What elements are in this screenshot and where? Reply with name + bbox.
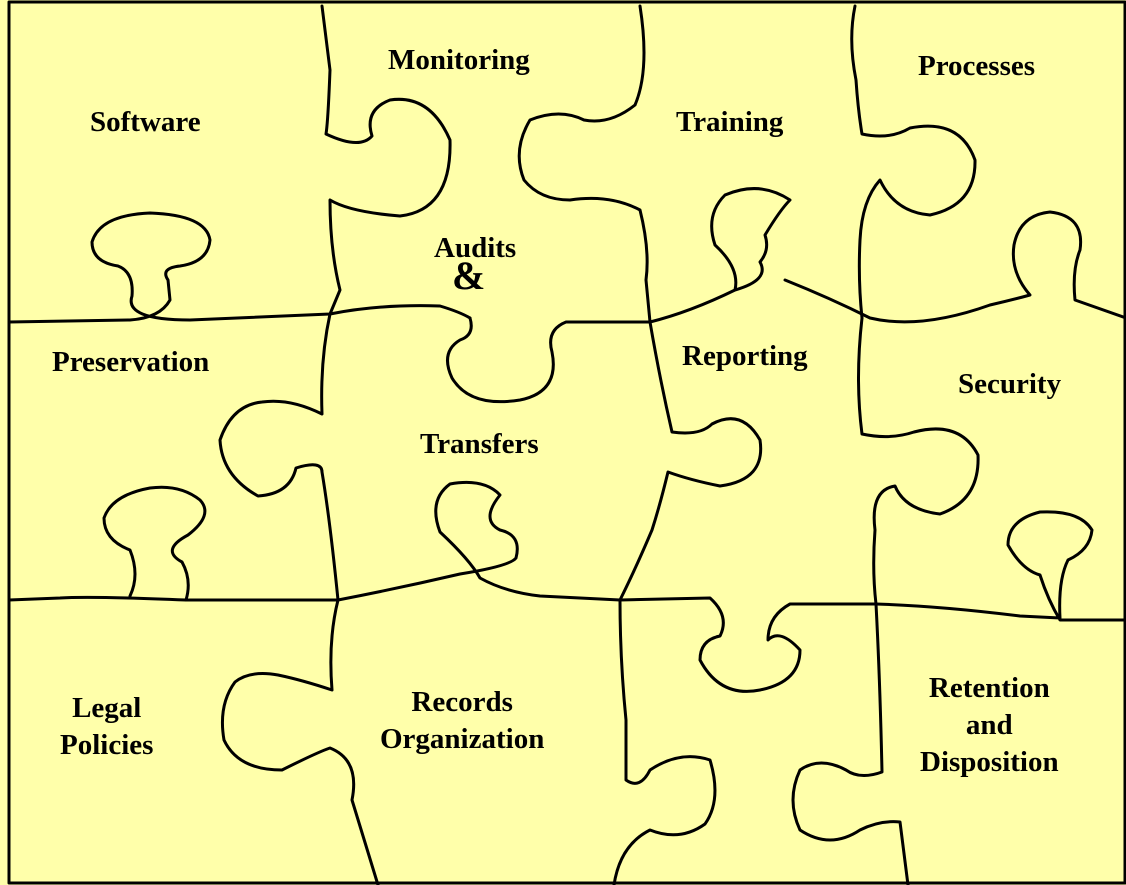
- piece-monitoring: Monitoring: [388, 42, 530, 79]
- seam-v5-mid: [618, 320, 763, 602]
- puzzle-border: [7, 0, 1126, 885]
- piece-reporting-label: Reporting: [682, 340, 808, 372]
- seam-v1-bottom: [220, 598, 380, 885]
- piece-audits: Audits: [434, 230, 516, 267]
- piece-processes-label: Processes: [918, 50, 1036, 82]
- legal-line-2: Policies: [60, 729, 154, 762]
- piece-security: Security: [958, 366, 1061, 403]
- piece-retention-disposition: Retention and Disposition: [920, 670, 1059, 781]
- piece-software: Software: [90, 104, 201, 141]
- seam-v1-mid: [218, 312, 340, 602]
- seam-v3-top: [850, 4, 977, 320]
- seam-h1-mid: [446, 187, 792, 404]
- piece-reporting: Reporting: [682, 338, 808, 375]
- seam-h1-right: [783, 210, 1126, 324]
- records-line-2: Organization: [380, 723, 545, 756]
- seam-h1-left: [7, 211, 472, 324]
- seam-v4-mid: [857, 316, 980, 606]
- retention-line-1: Retention: [928, 672, 1050, 704]
- piece-transfers: Transfers: [420, 426, 539, 463]
- seam-v1-top: [320, 4, 452, 316]
- piece-legal-policies: Legal Policies: [60, 690, 153, 764]
- piece-preservation: Preservation: [52, 344, 209, 381]
- legal-line-1: Legal: [72, 692, 142, 724]
- piece-training-label: Training: [676, 106, 784, 138]
- seam-v7-bottom: [791, 602, 910, 885]
- piece-preservation-label: Preservation: [52, 346, 210, 378]
- seam-h2-mid: [184, 480, 622, 602]
- piece-transfers-label: Transfers: [420, 428, 539, 460]
- piece-training: Training: [676, 104, 783, 141]
- ampersand-label: &: [452, 253, 486, 298]
- retention-line-3: Disposition: [920, 746, 1059, 779]
- piece-software-label: Software: [90, 106, 201, 138]
- seam-v2-top: [517, 4, 652, 324]
- piece-monitoring-label: Monitoring: [388, 44, 530, 76]
- seam-v6-bottom: [612, 598, 717, 885]
- piece-processes: Processes: [918, 48, 1035, 85]
- piece-security-label: Security: [958, 368, 1062, 400]
- piece-audits-label: Audits: [434, 232, 517, 264]
- piece-records-organization: Records Organization: [380, 684, 544, 758]
- retention-line-2: and: [965, 709, 1013, 742]
- seam-h2-right: [618, 510, 1126, 693]
- records-line-1: Records: [411, 686, 513, 718]
- piece-ampersand: &: [452, 256, 485, 296]
